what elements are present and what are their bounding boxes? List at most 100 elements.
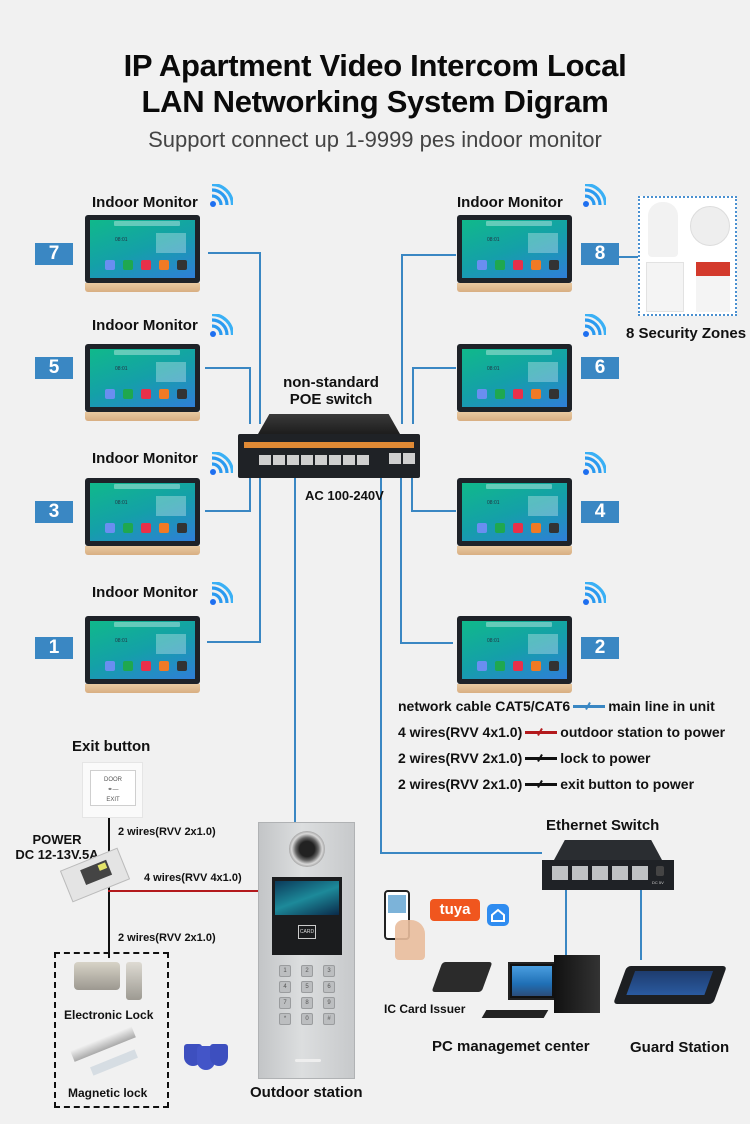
indoor-monitor[interactable]: 08:01 (457, 616, 572, 693)
wire-outdoor-power (108, 890, 298, 892)
card-reader: CARD (298, 925, 316, 939)
ic-card-label: IC Card Issuer (384, 1002, 466, 1016)
keypad-key[interactable]: 5 (301, 981, 313, 993)
legend-4wire-line (525, 730, 558, 734)
wifi-icon (582, 184, 606, 208)
keypad-key[interactable]: 4 (279, 981, 291, 993)
electronic-lock-image (74, 962, 120, 990)
monitor-label: Indoor Monitor (92, 450, 198, 467)
pc-label: PC managemet center (432, 1038, 590, 1055)
legend-network-line (573, 704, 606, 708)
unit-badge: 4 (581, 501, 619, 523)
cable-monitor-8 (401, 254, 456, 256)
lock-options: Electronic Lock Magnetic lock (54, 952, 169, 1108)
cable-monitor-7 (208, 252, 261, 254)
cable-monitor-4 (411, 510, 456, 512)
indoor-monitor[interactable]: 08:01 (457, 215, 572, 292)
ethernet-switch[interactable]: DC 5V (542, 840, 674, 890)
cable-monitor-2 (400, 642, 453, 644)
siren (696, 262, 730, 312)
switch-stripe (244, 442, 414, 448)
unit-badge: 8 (581, 243, 619, 265)
legend-2wire-line (525, 782, 558, 786)
electronic-lock-label: Electronic Lock (64, 1008, 154, 1022)
exit-button-label: Exit button (72, 738, 151, 755)
ic-card-issuer (431, 962, 493, 992)
legend-row: network cable CAT5/CAT6 main line in uni… (398, 698, 715, 714)
pc-tower (554, 955, 600, 1013)
rfid-keyfobs (184, 1032, 230, 1072)
wifi-icon (209, 582, 233, 606)
keypad-key[interactable]: 9 (323, 997, 335, 1009)
cable-pc (565, 890, 567, 960)
indoor-monitor[interactable]: 08:01 (85, 478, 200, 555)
camera-icon (289, 831, 325, 867)
cable-monitor-3 (205, 510, 251, 512)
uplink-ports (389, 453, 415, 464)
cable-monitor-1-v (259, 478, 261, 643)
unit-badge: 6 (581, 357, 619, 379)
monitor-label: Indoor Monitor (457, 194, 563, 211)
cable-monitor-6 (412, 367, 456, 369)
indoor-monitor[interactable]: 08:01 (85, 215, 200, 292)
unit-badge: 5 (35, 357, 73, 379)
indoor-monitor[interactable]: 08:01 (457, 344, 572, 421)
keypad-key[interactable]: 3 (323, 965, 335, 977)
poe-ports (259, 455, 369, 465)
smoke-detector (690, 206, 730, 246)
cable-security (618, 256, 638, 258)
pc-monitor (508, 962, 556, 1000)
keypad-key[interactable]: 2 (301, 965, 313, 977)
cable-monitor-6-v (412, 367, 414, 424)
cable-monitor-1 (207, 641, 261, 643)
outdoor-station-label: Outdoor station (250, 1084, 363, 1101)
unit-badge: 7 (35, 243, 73, 265)
legend-2wire-line (525, 756, 558, 760)
hand (395, 920, 425, 960)
cable-uplink (380, 478, 382, 854)
legend-row: 4 wires(RVV 4x1.0) outdoor station to po… (398, 724, 726, 740)
cable-monitor-5-v (249, 367, 251, 424)
legend-row: 2 wires(RVV 2x1.0) exit button to power (398, 776, 695, 792)
monitor-label: Indoor Monitor (92, 317, 198, 334)
indoor-monitor[interactable]: 08:01 (85, 344, 200, 421)
indoor-monitor[interactable]: 08:01 (457, 478, 572, 555)
keypad-key[interactable]: 6 (323, 981, 335, 993)
cable-uplink-h (380, 852, 542, 854)
power-supply-label: POWER DC 12-13V.5A (15, 832, 99, 862)
unit-badge: 2 (581, 637, 619, 659)
wifi-icon (209, 452, 233, 476)
indoor-monitor[interactable]: 08:01 (85, 616, 200, 693)
wire-exit-lock (108, 818, 110, 958)
security-sensors (638, 196, 737, 316)
poe-switch[interactable] (238, 414, 420, 480)
unit-badge: 1 (35, 637, 73, 659)
keypad-key[interactable]: 8 (301, 997, 313, 1009)
monitor-label: Indoor Monitor (92, 584, 198, 601)
keypad-key[interactable]: 1 (279, 965, 291, 977)
cable-monitor-4-v (411, 478, 413, 512)
outdoor-screen: CARD (272, 877, 342, 955)
cable-monitor-5 (205, 367, 251, 369)
keyboard (481, 1010, 549, 1018)
monitor-label: Indoor Monitor (92, 194, 198, 211)
cable-monitor-3-v (249, 478, 251, 512)
motion-sensor (648, 202, 678, 257)
ethernet-switch-label: Ethernet Switch (546, 817, 660, 834)
cable-outdoor-station (294, 478, 296, 823)
wire-lock-label: 2 wires(RVV 2x1.0) (118, 932, 216, 944)
page-subtitle: Support connect up 1-9999 pes indoor mon… (148, 127, 602, 152)
keypad-key[interactable]: * (279, 1013, 291, 1025)
exit-button[interactable]: DOOR ⚭— EXIT (82, 762, 143, 818)
smartphone (384, 890, 410, 940)
wifi-icon (582, 314, 606, 338)
keypad-key[interactable]: # (323, 1013, 335, 1025)
unit-badge: 3 (35, 501, 73, 523)
poe-switch-label: non-standard POE switch (283, 374, 379, 408)
keypad-key[interactable]: 7 (279, 997, 291, 1009)
cable-guard (640, 890, 642, 960)
page-title-line2: LAN Networking System Digram (141, 84, 609, 119)
keypad-key[interactable]: 0 (301, 1013, 313, 1025)
